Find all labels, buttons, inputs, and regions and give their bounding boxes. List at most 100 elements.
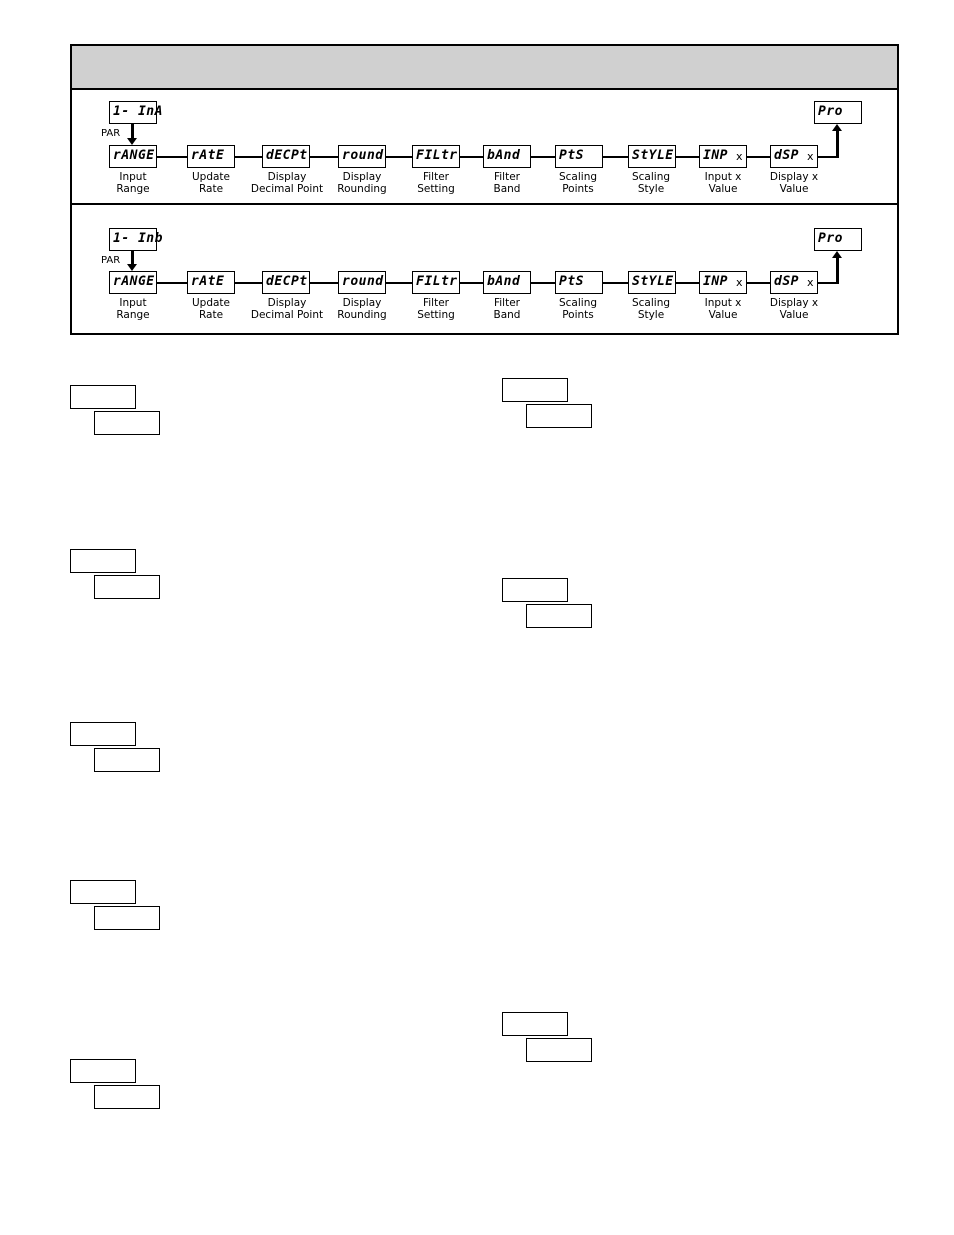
menu-parameter-display: StYLE (628, 271, 676, 294)
flow-connector (836, 257, 839, 284)
caption-line: Scaling (558, 171, 598, 183)
caption-line: Style (637, 308, 665, 321)
caption-line: Display (267, 297, 307, 309)
param-box (526, 1038, 592, 1062)
lcd-text: round (342, 274, 384, 289)
caption-line: Input (119, 297, 147, 309)
caption-line: Points (562, 308, 594, 321)
param-box (94, 748, 160, 772)
caption-line: Display (267, 171, 307, 183)
param-box (526, 604, 592, 628)
menu-end-display: Pro (814, 101, 862, 124)
param-box (70, 385, 136, 409)
lcd-text: dECPt (266, 148, 308, 163)
lcd-text: rANGE (113, 148, 155, 163)
menu-parameter-display: round (338, 271, 386, 294)
arrow-up-icon (832, 251, 842, 258)
flow-connector (836, 130, 839, 158)
diagram-header-bar (72, 46, 897, 90)
caption-line: Value (708, 308, 738, 321)
caption-line: Scaling (631, 171, 671, 183)
param-box (70, 722, 136, 746)
caption-line: Value (779, 308, 809, 321)
param-box (94, 411, 160, 435)
menu-parameter-display: round (338, 145, 386, 168)
lcd-text: PtS (559, 148, 584, 163)
lcd-text: dSP (774, 274, 799, 289)
caption-line: Update (191, 171, 231, 183)
menu-parameter-display: PtS (555, 271, 603, 294)
row-divider (72, 203, 897, 205)
menu-parameter-display: FILtr (412, 145, 460, 168)
caption-line: Value (779, 182, 809, 195)
lcd-text: FILtr (416, 274, 458, 289)
caption-line: Decimal Point (250, 182, 324, 195)
lcd-text: INP (703, 274, 728, 289)
menu-parameter-display: rANGE (109, 271, 157, 294)
caption-line: Points (562, 182, 594, 195)
par-key-label: PAR (101, 128, 121, 139)
menu-parameter-display: PtS (555, 145, 603, 168)
lcd-text: Pro (818, 104, 843, 119)
caption-line: Range (116, 308, 150, 321)
caption-line: Filter (422, 297, 449, 309)
caption-line: Band (493, 182, 521, 195)
param-box (70, 549, 136, 573)
caption-line: Style (637, 182, 665, 195)
lcd-text: bAnd (487, 148, 521, 163)
lcd-text: StYLE (632, 274, 674, 289)
lcd-text: rAtE (191, 274, 225, 289)
caption-line: Value (708, 182, 738, 195)
param-box (94, 575, 160, 599)
par-key-label: PAR (101, 255, 121, 266)
param-box (94, 906, 160, 930)
lcd-x-suffix: x (806, 276, 814, 289)
lcd-text: rANGE (113, 274, 155, 289)
lcd-text: FILtr (416, 148, 458, 163)
caption-line: Rate (198, 182, 224, 195)
caption-line: Display (342, 171, 382, 183)
arrow-down-icon (127, 138, 137, 145)
caption-line: Setting (417, 182, 455, 195)
lcd-text: bAnd (487, 274, 521, 289)
menu-start-display: 1- InA (109, 101, 162, 124)
caption-line: Rate (198, 308, 224, 321)
menu-diagram-frame (70, 44, 899, 335)
menu-parameter-display: bAnd (483, 271, 531, 294)
param-box (94, 1085, 160, 1109)
caption-line: Scaling (631, 297, 671, 309)
menu-parameter-display: dECPt (262, 145, 310, 168)
caption-line: Filter (493, 297, 520, 309)
caption-line: Input x (704, 171, 742, 183)
arrow-up-icon (832, 124, 842, 131)
caption-line: Band (493, 308, 521, 321)
menu-parameter-display: rAtE (187, 145, 235, 168)
param-box (70, 1059, 136, 1083)
lcd-text: rAtE (191, 148, 225, 163)
caption-line: Update (191, 297, 231, 309)
menu-parameter-display: FILtr (412, 271, 460, 294)
menu-end-display: Pro (814, 228, 862, 251)
menu-parameter-display: dSP x (770, 271, 818, 294)
lcd-text: 1- InA (113, 104, 163, 119)
caption-line: Setting (417, 308, 455, 321)
lcd-x-suffix: x (735, 150, 743, 163)
menu-start-display: 1- Inb (109, 228, 162, 251)
lcd-x-suffix: x (806, 150, 814, 163)
